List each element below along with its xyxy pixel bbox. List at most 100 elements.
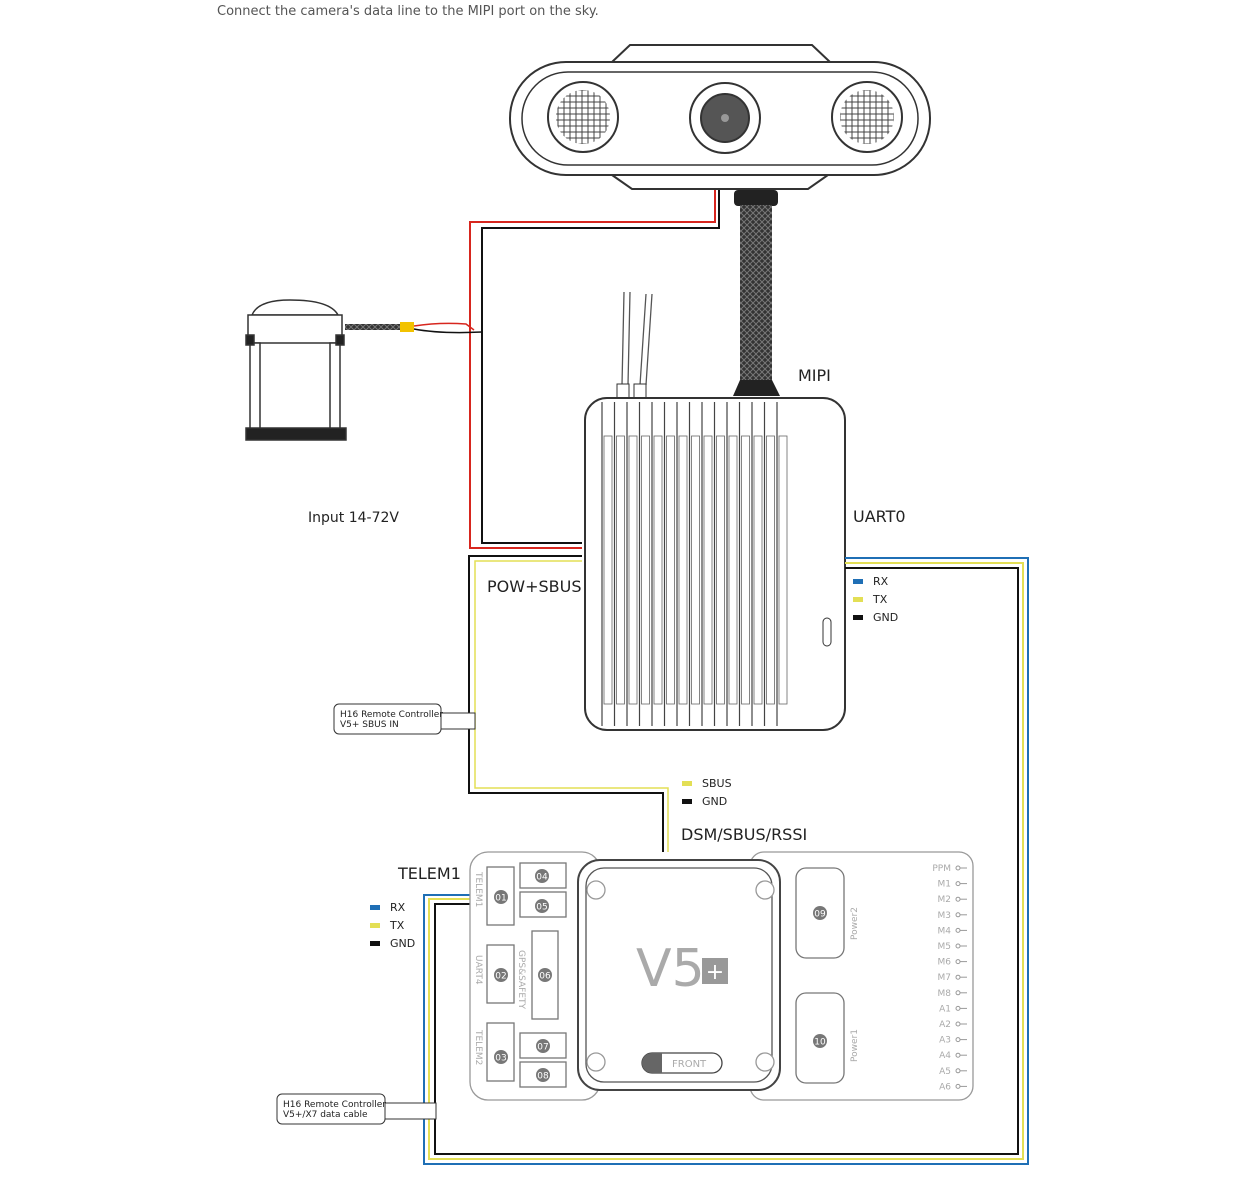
legend-swatch: [370, 905, 380, 910]
heatsink-slot: [703, 435, 713, 705]
port-label: Power2: [850, 907, 860, 940]
port-09: [813, 906, 827, 920]
front-indicator: FRONT: [672, 1059, 707, 1070]
label-mipi: MIPI: [798, 366, 831, 385]
port-number: 07: [537, 1043, 548, 1053]
port-number: 02: [495, 972, 506, 982]
antenna-wires: [621, 291, 653, 386]
port-label: GPS&SAFETY: [516, 950, 526, 1010]
heatsink-slot: [678, 435, 688, 705]
telem-gnd-wire: [434, 567, 1019, 1155]
heatsink-slot: [728, 435, 738, 705]
port-label: UART4: [473, 955, 483, 985]
rx-wire: [423, 557, 1029, 1165]
speaker-grille-right: [840, 90, 894, 144]
port-10: [813, 1034, 827, 1048]
xt-connector: [400, 322, 414, 332]
port-number: 04: [536, 873, 548, 883]
callout-sbus-in: H16 Remote Controller V5+ SBUS IN: [333, 703, 476, 735]
usb-port: [822, 617, 832, 647]
port-01: [494, 890, 508, 904]
heatsink-slot: [741, 435, 750, 705]
legend-label: SBUS: [702, 777, 732, 790]
power-cable: [345, 324, 400, 330]
pin-label: A3: [939, 1036, 951, 1046]
heatsink-slot: [603, 435, 613, 705]
heatsink-slot: [628, 435, 638, 705]
port-number: 06: [539, 972, 551, 982]
pin-label: M4: [938, 926, 952, 936]
legend-swatch: [370, 941, 380, 946]
port-number: 03: [495, 1054, 506, 1064]
plus-icon: +: [706, 960, 724, 985]
pin-label: M7: [938, 973, 952, 983]
callout-data-cable: H16 Remote Controller V5+/X7 data cable: [276, 1093, 437, 1125]
port-03: [494, 1050, 508, 1064]
mipi-connector-bottom: [733, 380, 780, 396]
label-uart0: UART0: [853, 507, 906, 526]
heatsink-slot: [753, 435, 763, 705]
port-number: 01: [495, 894, 506, 904]
legend-label: GND: [702, 795, 727, 808]
legend-label: GND: [873, 611, 898, 624]
pin-label: M6: [938, 958, 952, 968]
pin-label: A6: [939, 1082, 951, 1092]
mipi-connector-top: [734, 190, 778, 206]
gnd-wire: [481, 190, 720, 544]
port-number: 09: [814, 910, 826, 920]
port-label: TELEM2: [473, 1029, 483, 1065]
callout-line: V5+/X7 data cable: [283, 1110, 368, 1120]
legend-swatch: [853, 579, 863, 584]
legend-label: GND: [390, 937, 415, 950]
fc-brand-logo: V5: [636, 939, 705, 999]
port-05: [535, 899, 549, 913]
flight-controller: [469, 851, 974, 1101]
legend-telem1: RX TX GND: [370, 901, 415, 950]
port-06: [538, 968, 552, 982]
legend-label: RX: [873, 575, 889, 588]
port-label: Power1: [850, 1029, 860, 1062]
port-08: [536, 1068, 550, 1082]
label-input-voltage: Input 14-72V: [308, 510, 399, 526]
legend-label: TX: [389, 919, 405, 932]
pin-label: M2: [938, 895, 952, 905]
legend-swatch: [853, 597, 863, 602]
pin-label: M3: [938, 911, 952, 921]
pin-label: PPM: [932, 864, 951, 874]
callout-line: V5+ SBUS IN: [340, 720, 399, 730]
legend-swatch: [682, 799, 692, 804]
heatsink-slot: [616, 435, 625, 705]
pin-label: A2: [939, 1020, 951, 1030]
sbus-gnd-wire: [468, 555, 664, 852]
callout-line: H16 Remote Controller: [340, 710, 443, 720]
legend-swatch: [853, 615, 863, 620]
mipi-cable: [740, 205, 772, 383]
heatsink-slot: [716, 435, 725, 705]
port-07: [536, 1039, 550, 1053]
port-label: TELEM1: [473, 871, 483, 907]
pin-label: M1: [938, 880, 952, 890]
legend-label: RX: [390, 901, 406, 914]
heatsink-slot: [766, 435, 775, 705]
label-telem1: TELEM1: [397, 864, 461, 883]
legend-sbus: SBUS GND: [682, 777, 732, 808]
label-dsm-sbus-rssi: DSM/SBUS/RSSI: [681, 825, 807, 844]
pin-label: M8: [938, 989, 952, 999]
tx-wire: [428, 562, 1024, 1160]
legend-swatch: [370, 923, 380, 928]
speaker-grille-left: [556, 90, 610, 144]
heatsink-slot: [778, 435, 788, 705]
port-number: 08: [537, 1072, 549, 1082]
label-pow-sbus: POW+SBUS: [487, 577, 581, 596]
port-number: 05: [536, 903, 547, 913]
power-module: [245, 299, 347, 441]
heatsink-slot: [666, 435, 675, 705]
power-wire: [469, 190, 716, 549]
heatsink-slot: [641, 435, 650, 705]
pin-label: A4: [939, 1051, 951, 1061]
heatsink-slot: [691, 435, 700, 705]
legend-swatch: [682, 781, 692, 786]
callout-line: H16 Remote Controller: [283, 1100, 386, 1110]
